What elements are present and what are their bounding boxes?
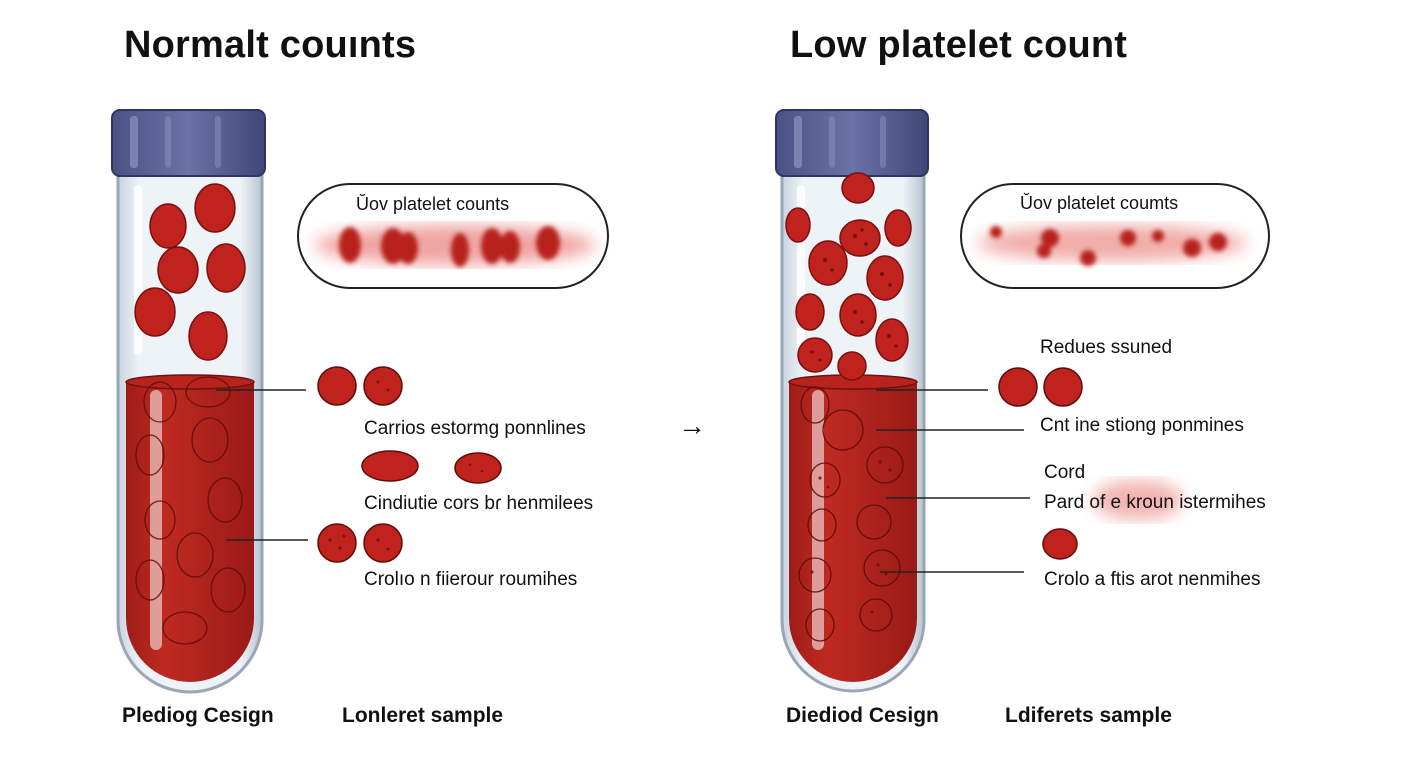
normal-label-2: Cindiutie cors bɾ henmilees <box>364 493 594 514</box>
normal-footer-left: Plediog Cesign <box>122 704 274 727</box>
red-cell-icon <box>797 337 833 373</box>
red-cell-icon <box>875 318 909 362</box>
normal-tube-cap <box>111 109 266 177</box>
normal-label-1: Carrios estormg ponnlines <box>364 418 586 439</box>
low-label-5: Crolo a ftis arot nenmihes <box>1044 569 1261 590</box>
red-cell-icon <box>206 243 246 293</box>
normal-footer-right: Lonleret sample <box>342 704 504 727</box>
red-cell-icon <box>157 246 199 294</box>
red-cell-icon <box>785 207 811 243</box>
low-title: Low platelet count <box>790 24 1128 66</box>
low-label-1: Redues ssuned <box>1040 337 1173 358</box>
red-cell-icon <box>363 523 403 563</box>
normal-label-3: Crolıo n fiierour roumihes <box>364 569 578 590</box>
red-cell-icon <box>808 240 848 286</box>
red-cell-icon <box>866 255 904 301</box>
low-platelet-bubble <box>960 183 1270 289</box>
arrow-right-icon: → <box>678 410 706 441</box>
red-cell-icon <box>454 452 502 484</box>
red-cell-icon <box>1043 367 1083 407</box>
low-label-3: Cord <box>1044 462 1086 483</box>
low-tube <box>775 109 929 693</box>
red-cell-icon <box>837 351 867 381</box>
red-cell-icon <box>317 366 357 406</box>
red-cell-icon <box>841 172 875 204</box>
red-cell-icon <box>363 366 403 406</box>
low-footer-right: Ldiferets sample <box>1005 704 1172 727</box>
red-cell-icon <box>149 203 187 249</box>
low-label-4: Pard of e kroun istermihes <box>1044 492 1266 513</box>
red-cell-icon <box>884 209 912 247</box>
red-cell-icon <box>839 293 877 337</box>
red-cell-icon <box>188 311 228 361</box>
red-cell-icon <box>998 367 1038 407</box>
normal-side-cells <box>216 366 502 563</box>
low-label-2: Cnt ine stiong ponmines <box>1040 415 1244 436</box>
red-cell-icon <box>1042 528 1078 560</box>
red-cell-icon <box>194 183 236 233</box>
normal-tube <box>111 109 266 694</box>
red-cell-icon <box>361 450 419 482</box>
red-cell-icon <box>317 523 357 563</box>
red-cell-icon <box>134 287 176 337</box>
red-cell-icon <box>795 293 825 331</box>
low-footer-left: Diediod Cesign <box>786 704 939 727</box>
low-bubble-label: Ŭov platelet coumts <box>1020 193 1179 213</box>
low-side-cells <box>876 367 1183 573</box>
normal-platelet-bubble <box>297 183 609 289</box>
normal-bubble-label: Ŭov platelet counts <box>356 194 510 214</box>
normal-title: Normalt couınts <box>124 24 417 66</box>
red-cell-icon <box>839 219 881 257</box>
